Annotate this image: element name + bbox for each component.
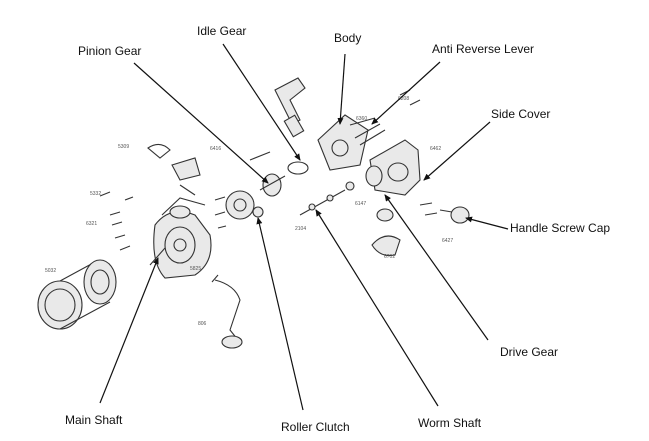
leader-body bbox=[337, 53, 346, 125]
svg-text:5032: 5032 bbox=[45, 268, 56, 274]
handle-screw-cap-part bbox=[439, 206, 470, 224]
label-idle-gear: Idle Gear bbox=[197, 24, 247, 38]
svg-text:6427: 6427 bbox=[442, 238, 453, 244]
label-pinion-gear: Pinion Gear bbox=[78, 44, 142, 58]
leader-side-cover bbox=[423, 121, 491, 181]
svg-text:6208: 6208 bbox=[398, 96, 409, 102]
svg-text:6147: 6147 bbox=[355, 201, 366, 207]
svg-text:5309: 5309 bbox=[118, 144, 129, 150]
leader-drive-gear bbox=[384, 194, 489, 341]
label-side-cover: Side Cover bbox=[491, 107, 551, 121]
leader-anti-reverse bbox=[371, 61, 441, 125]
handle-part bbox=[274, 77, 306, 138]
svg-text:6702: 6702 bbox=[384, 254, 395, 260]
svg-text:5825: 5825 bbox=[190, 266, 201, 272]
svg-text:6360: 6360 bbox=[356, 116, 367, 122]
svg-text:806: 806 bbox=[198, 321, 207, 327]
spool-part bbox=[37, 259, 117, 330]
parts-illustration: 5309 6416 5332 6321 5032 5825 806 2104 6… bbox=[37, 77, 470, 349]
svg-text:5332: 5332 bbox=[90, 191, 101, 197]
leader-pinion-gear bbox=[133, 62, 269, 184]
label-roller-clutch: Roller Clutch bbox=[281, 420, 350, 434]
label-main-shaft: Main Shaft bbox=[65, 413, 123, 427]
svg-text:6462: 6462 bbox=[430, 146, 441, 152]
leader-main-shaft bbox=[99, 257, 159, 404]
leader-idle-gear bbox=[222, 43, 301, 161]
label-worm-shaft: Worm Shaft bbox=[418, 416, 482, 430]
leader-handle-cap bbox=[465, 216, 509, 230]
label-handle-screw-cap: Handle Screw Cap bbox=[510, 221, 611, 235]
leader-worm-shaft bbox=[315, 209, 439, 407]
body-part bbox=[317, 114, 376, 171]
label-anti-reverse-lever: Anti Reverse Lever bbox=[432, 42, 535, 56]
label-drive-gear: Drive Gear bbox=[500, 345, 559, 359]
svg-text:2104: 2104 bbox=[295, 226, 306, 232]
leader-lines bbox=[99, 43, 509, 411]
svg-text:6321: 6321 bbox=[86, 221, 97, 227]
svg-text:6416: 6416 bbox=[210, 146, 221, 152]
side-cover-part bbox=[365, 139, 421, 196]
leader-roller-clutch bbox=[256, 217, 304, 411]
label-body: Body bbox=[334, 31, 362, 45]
